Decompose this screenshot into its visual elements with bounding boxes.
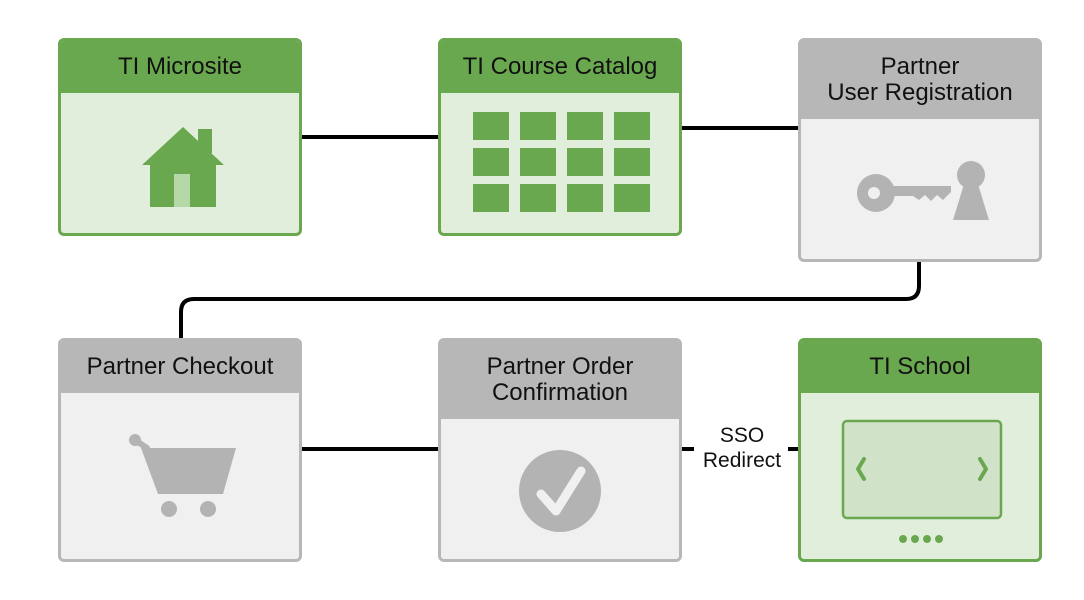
- card-ti-school[interactable]: TI School: [798, 338, 1042, 562]
- carousel-icon: [841, 419, 1003, 543]
- card-title: TI School: [801, 341, 1039, 393]
- card-partner-user-registration[interactable]: Partner User Registration: [798, 38, 1042, 262]
- grid-icon: [473, 112, 650, 212]
- shopping-cart-icon: [129, 434, 236, 517]
- card-partner-checkout[interactable]: Partner Checkout: [58, 338, 302, 562]
- key-lock-icon: [857, 161, 989, 220]
- connector-registration-checkout: [179, 260, 921, 340]
- card-title: Partner Checkout: [61, 341, 299, 393]
- card-title: TI Course Catalog: [441, 41, 679, 93]
- house-icon: [142, 127, 224, 207]
- sso-redirect-label: SSO Redirect: [702, 424, 782, 472]
- card-title: Partner User Registration: [801, 41, 1039, 119]
- card-ti-course-catalog[interactable]: TI Course Catalog: [438, 38, 682, 236]
- check-circle-icon: [519, 450, 601, 532]
- card-ti-microsite[interactable]: TI Microsite: [58, 38, 302, 236]
- card-partner-order-confirmation[interactable]: Partner Order Confirmation: [438, 338, 682, 562]
- card-title: Partner Order Confirmation: [441, 341, 679, 419]
- card-title: TI Microsite: [61, 41, 299, 93]
